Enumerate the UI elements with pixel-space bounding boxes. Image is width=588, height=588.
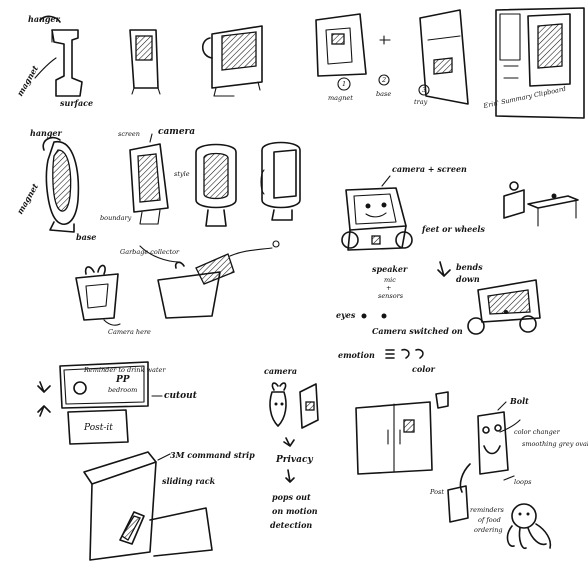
label-base: base [76, 232, 96, 242]
label-ordering: ordering [474, 526, 503, 534]
label-magnet: magnet [15, 63, 41, 98]
sketch-plant-pot: Camera here [75, 264, 151, 336]
label-detection: detection [270, 520, 312, 530]
sketch-bending-robot: bends down [437, 261, 541, 335]
label-num-1: 1 [342, 80, 346, 88]
label-bends: bends [456, 262, 483, 272]
label-hanger: hanger [28, 14, 61, 24]
label-door-tray: tray [414, 98, 428, 106]
label-privacy: Privacy [275, 455, 313, 465]
label-cutout: cutout [164, 391, 198, 401]
sketch-garbage-collector: Garbage collector [120, 240, 280, 319]
label-reminders: reminders [470, 506, 504, 514]
label-on-motion: on motion [272, 506, 318, 516]
label-magnet-2: magnet [15, 181, 41, 216]
label-camera-screen: camera + screen [392, 164, 467, 174]
label-plus: + [386, 284, 391, 292]
label-bolt: Bolt [509, 396, 529, 406]
label-surface: surface [60, 98, 93, 108]
label-boundary: boundary [100, 214, 132, 222]
label-door-magnet: magnet [328, 94, 353, 102]
sketch-cylinder-stand [260, 141, 301, 221]
sketch-bolt-character: Bolt color changer smoothing grey oval l… [429, 396, 588, 534]
label-camera-2: camera [264, 366, 297, 376]
sketch-reminder-board: Reminder to drink water PP bedroom Post-… [37, 361, 198, 445]
label-pp: PP [115, 375, 130, 385]
label-down: down [456, 274, 480, 284]
label-loops: loops [514, 478, 532, 486]
label-sliding-rack: sliding rack [162, 476, 216, 486]
sketch-hatched-panel [129, 29, 161, 95]
sketch-hanger-mount: hanger magnet surface [15, 14, 94, 108]
label-camera-switched: Camera switched on [372, 326, 463, 336]
label-hanger-2: hanger [30, 128, 63, 138]
label-bedroom: bedroom [108, 386, 137, 394]
label-emotion: emotion [338, 350, 375, 360]
label-num-3: 3 [422, 86, 426, 94]
sketch-octopus [506, 503, 552, 550]
sketch-rounded-stand [195, 143, 237, 227]
sketch-eyes-emotion: eyes Camera switched on emotion color [336, 310, 463, 374]
label-pops-out: pops out [272, 492, 311, 502]
label-camera-here: Camera here [108, 328, 151, 336]
sketch-fridge-doors [355, 391, 449, 475]
label-eyes: eyes [336, 310, 356, 320]
label-garbage-collector: Garbage collector [120, 248, 180, 256]
label-of-food: of food [478, 516, 501, 524]
label-clipboard: Erin' Summary Clipboard [482, 85, 567, 111]
label-num-2: 2 [381, 76, 386, 84]
sketch-door-attachment: 1 2 3 magnet base tray [315, 9, 469, 106]
sketch-oval-mirror: hanger magnet base [15, 128, 97, 242]
label-postit: Post-it [83, 423, 113, 433]
sketch-robot-wheels: camera + screen feet or wheels speaker m… [341, 164, 485, 300]
label-mic: mic [384, 276, 396, 284]
label-feet-wheels: feet or wheels [421, 224, 485, 234]
label-smoothing: smoothing grey oval [522, 440, 588, 448]
sketch-hatched-dispenser [201, 25, 263, 97]
label-sensors: sensors [378, 292, 404, 300]
sketch-sliding-rack: 3M command strip sliding rack [83, 450, 255, 561]
label-door-base: base [376, 90, 391, 98]
label-speaker: speaker [372, 264, 408, 274]
sketch-small-tables [503, 181, 579, 227]
label-reminder: Reminder to drink water [83, 366, 166, 374]
sketch-fridge-clipboard: Erin' Summary Clipboard [482, 7, 585, 119]
label-color-changer: color changer [514, 428, 561, 436]
label-camera: camera [158, 127, 195, 137]
label-command-strip: 3M command strip [170, 450, 255, 460]
label-screen: screen [118, 130, 140, 138]
label-style: style [174, 170, 190, 178]
sketch-privacy-carrot: camera Privacy pops out on motion detect… [264, 366, 319, 530]
sketch-screen-stand: screen camera style boundary [100, 127, 195, 225]
label-color: color [412, 364, 436, 374]
label-post: Post [429, 488, 444, 496]
